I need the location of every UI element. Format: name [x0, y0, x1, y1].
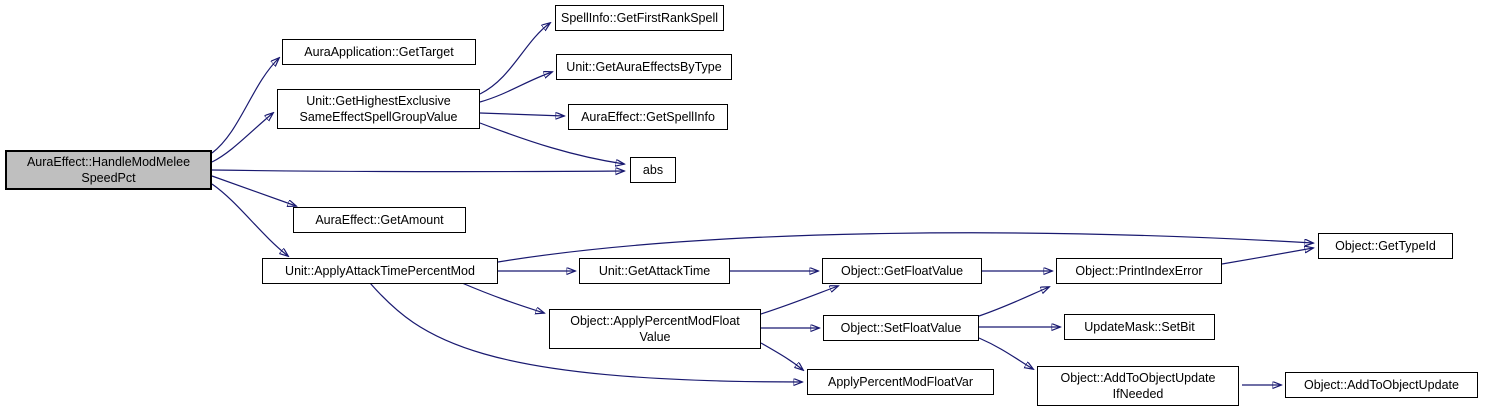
edge-apply-attack-time-to-apply-percent-mod-float-value: [461, 282, 544, 313]
edge-apply-percent-mod-float-value-to-get-float-value: [760, 286, 838, 315]
edge-get-highest-to-get-aura-effects-by-type: [479, 72, 552, 103]
node-get-float-value[interactable]: Object::GetFloatValue: [822, 258, 982, 284]
node-set-bit[interactable]: UpdateMask::SetBit: [1064, 314, 1215, 340]
edge-root-to-get-amount: [211, 175, 296, 206]
node-print-index-error[interactable]: Object::PrintIndexError: [1056, 258, 1222, 284]
node-get-aura-effects-by-type[interactable]: Unit::GetAuraEffectsByType: [556, 54, 732, 80]
edge-set-float-value-to-add-to-object-update-if-needed: [978, 337, 1033, 369]
edge-print-index-error-to-get-type-id: [1221, 248, 1313, 265]
edge-apply-attack-time-to-get-type-id: [497, 232, 1313, 263]
edge-apply-attack-time-to-apply-percent-mod-float-var: [369, 282, 802, 382]
edge-root-to-get-target: [211, 58, 279, 154]
edge-get-highest-to-get-spell-info: [479, 113, 564, 116]
node-get-amount[interactable]: AuraEffect::GetAmount: [293, 207, 466, 233]
node-apply-percent-mod-float-value[interactable]: Object::ApplyPercentModFloat Value: [549, 309, 761, 349]
node-get-type-id[interactable]: Object::GetTypeId: [1318, 233, 1453, 259]
edge-root-to-apply-attack-time-percent-mod: [211, 183, 288, 256]
node-apply-percent-mod-float-var[interactable]: ApplyPercentModFloatVar: [807, 369, 994, 395]
node-get-spell-info[interactable]: AuraEffect::GetSpellInfo: [568, 104, 728, 130]
edge-set-float-value-to-print-index-error: [978, 287, 1049, 317]
edge-get-highest-to-abs: [479, 122, 624, 164]
edge-root-to-get-highest-exclusive: [211, 113, 273, 163]
node-set-float-value[interactable]: Object::SetFloatValue: [823, 315, 979, 341]
node-add-to-object-update[interactable]: Object::AddToObjectUpdate: [1285, 372, 1478, 398]
node-abs[interactable]: abs: [630, 157, 676, 183]
node-root: AuraEffect::HandleModMelee SpeedPct: [5, 150, 212, 190]
node-add-to-object-update-if-needed[interactable]: Object::AddToObjectUpdate IfNeeded: [1037, 366, 1239, 406]
edge-root-to-abs: [211, 170, 624, 172]
node-apply-attack-time-percent-mod[interactable]: Unit::ApplyAttackTimePercentMod: [262, 258, 498, 284]
edge-apply-percent-mod-float-value-to-apply-percent-mod-float-var: [760, 342, 803, 370]
node-get-attack-time[interactable]: Unit::GetAttackTime: [579, 258, 730, 284]
node-get-first-rank-spell[interactable]: SpellInfo::GetFirstRankSpell: [555, 5, 724, 31]
node-get-highest-exclusive[interactable]: Unit::GetHighestExclusive SameEffectSpel…: [277, 89, 480, 129]
node-get-target[interactable]: AuraApplication::GetTarget: [282, 39, 476, 65]
edge-get-highest-to-get-first-rank-spell: [479, 23, 550, 95]
